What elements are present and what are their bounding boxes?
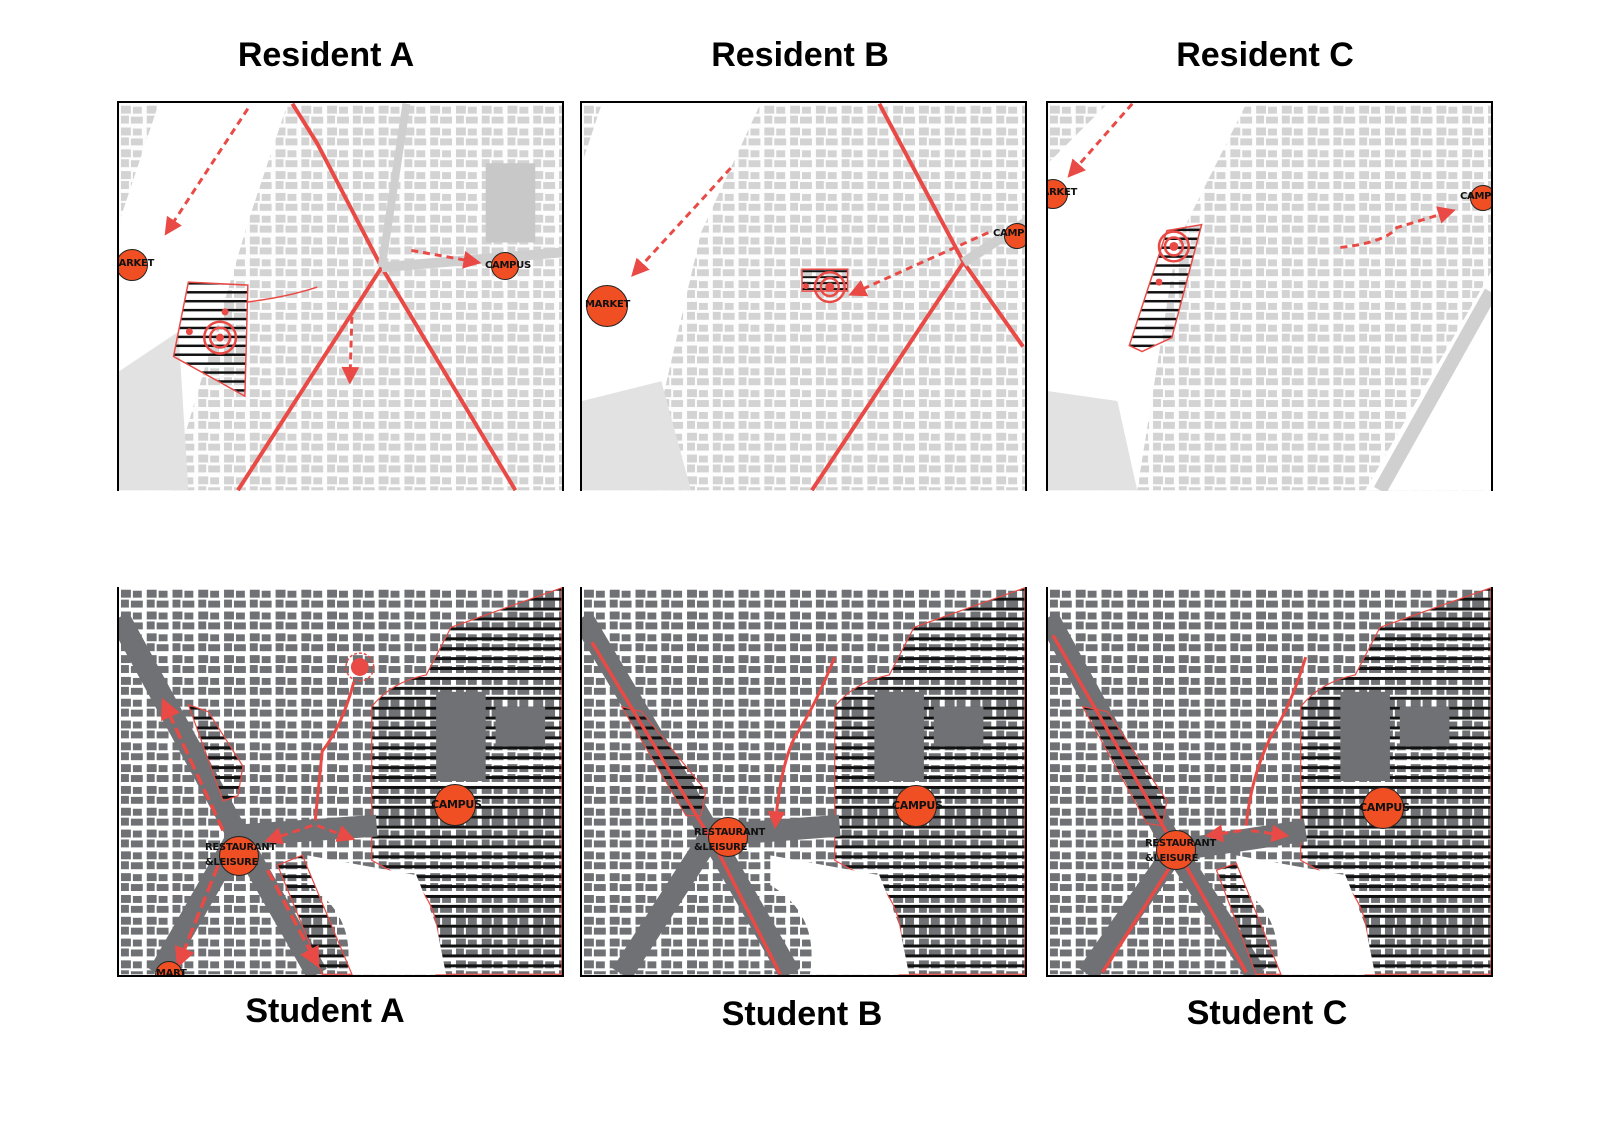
campus-marker bbox=[1470, 185, 1491, 211]
market-label: MARKET bbox=[118, 258, 154, 269]
restaurant-label-line2: &LEISURE bbox=[205, 857, 259, 868]
map-panel-student-c: RESTAURANT &LEISURE CAMPUS bbox=[1046, 587, 1493, 977]
student-a-map bbox=[119, 587, 562, 975]
map-panel-student-b: RESTAURANT &LEISURE CAMPUS bbox=[580, 587, 1027, 977]
campus-marker bbox=[1004, 223, 1025, 249]
title-resident-a: Resident A bbox=[237, 36, 415, 74]
market-marker bbox=[586, 285, 628, 327]
resident-b-map bbox=[582, 103, 1025, 491]
campus-marker bbox=[1362, 787, 1404, 829]
campus-label: CAMPUS bbox=[485, 260, 531, 271]
mart-label: MART bbox=[156, 968, 187, 977]
resident-c-map bbox=[1048, 103, 1491, 491]
resident-a-map bbox=[119, 103, 562, 491]
market-marker bbox=[119, 249, 148, 281]
restaurant-label-line2: &LEISURE bbox=[694, 842, 748, 853]
student-c-map bbox=[1048, 587, 1491, 975]
campus-label: CAMPUS bbox=[993, 228, 1025, 239]
title-student-c: Student C bbox=[1186, 994, 1348, 1032]
student-b-map bbox=[582, 587, 1025, 975]
map-panel-resident-b: MARKET CAMPUS bbox=[580, 101, 1027, 491]
map-panel-student-a: RESTAURANT &LEISURE CAMPUS MART bbox=[117, 587, 564, 977]
restaurant-label-line2: &LEISURE bbox=[1145, 853, 1199, 864]
restaurant-label-line1: RESTAURANT bbox=[1145, 838, 1216, 849]
restaurant-label-line1: RESTAURANT bbox=[205, 842, 276, 853]
title-resident-b: Resident B bbox=[711, 36, 889, 74]
restaurant-marker bbox=[219, 836, 259, 876]
campus-marker bbox=[434, 784, 476, 826]
market-label: MARKET bbox=[1048, 187, 1077, 198]
title-resident-c: Resident C bbox=[1176, 36, 1354, 74]
campus-marker bbox=[895, 785, 937, 827]
campus-label: CAMPUS bbox=[1359, 801, 1410, 814]
campus-label: CAMPUS bbox=[1460, 191, 1492, 202]
market-label: MARKET bbox=[585, 299, 630, 310]
title-student-b: Student B bbox=[721, 995, 883, 1033]
title-student-a: Student A bbox=[245, 992, 405, 1030]
campus-label: CAMPUS bbox=[892, 799, 943, 812]
map-panel-resident-c: MARKET CAMPUS bbox=[1046, 101, 1493, 491]
restaurant-label-line1: RESTAURANT bbox=[694, 827, 765, 838]
campus-marker bbox=[491, 252, 519, 280]
restaurant-marker bbox=[1156, 830, 1196, 870]
restaurant-marker bbox=[708, 817, 748, 857]
map-panel-resident-a: MARKET CAMPUS bbox=[117, 101, 564, 491]
campus-label: CAMPUS bbox=[431, 798, 482, 811]
